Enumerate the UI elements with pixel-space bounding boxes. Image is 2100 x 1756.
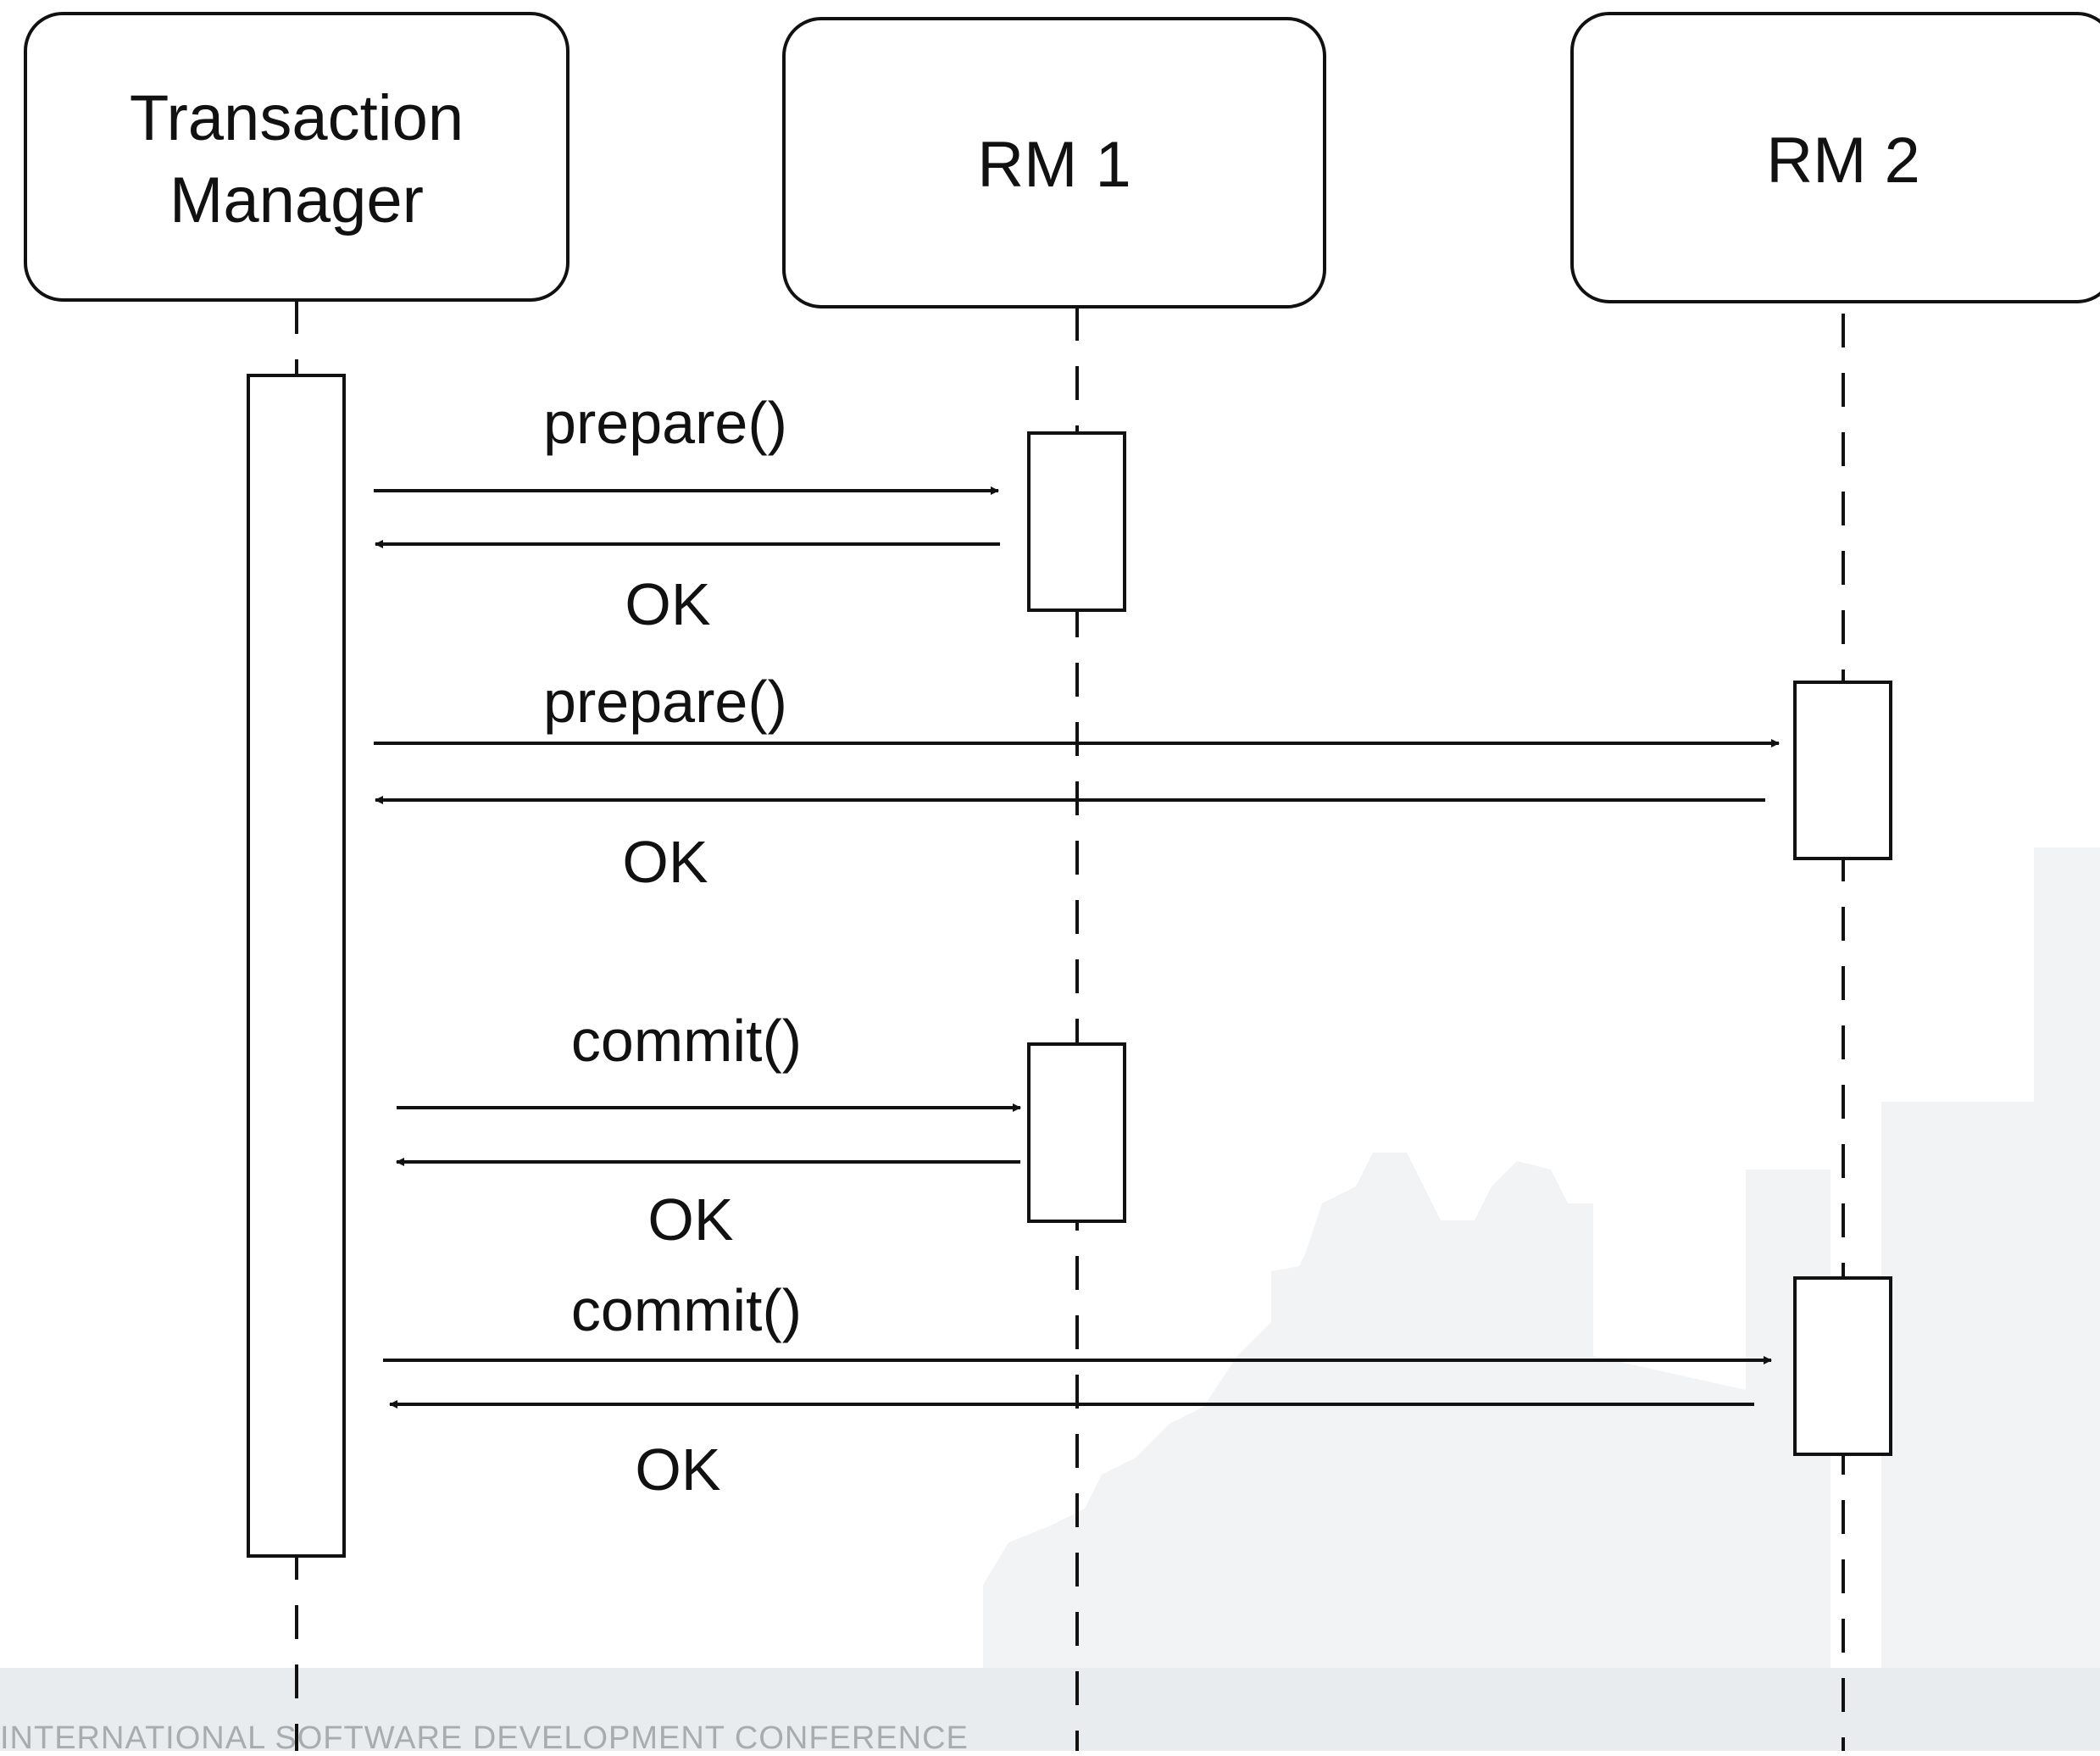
participant-transaction-manager-line2: Manager xyxy=(169,164,424,236)
participant-rm2-label: RM 2 xyxy=(1766,125,1920,197)
participant-rm1: RM 1 xyxy=(782,17,1326,308)
activation-rm1-commit xyxy=(1027,1042,1126,1223)
activation-rm1-prepare xyxy=(1027,431,1126,612)
message-2-label: prepare() xyxy=(543,669,787,735)
footer-band xyxy=(0,1668,2100,1751)
reply-1-label: OK xyxy=(625,571,710,637)
message-3-label: commit() xyxy=(571,1008,802,1074)
message-1-label: prepare() xyxy=(543,390,787,456)
activation-rm2-commit xyxy=(1793,1276,1892,1456)
reply-3-label: OK xyxy=(647,1186,733,1253)
reply-2-label: OK xyxy=(622,829,708,895)
message-4-label: commit() xyxy=(571,1277,802,1343)
participant-transaction-manager-line1: Transaction xyxy=(130,82,464,154)
participant-rm2: RM 2 xyxy=(1570,12,2100,303)
participant-rm1-label: RM 1 xyxy=(977,129,1131,201)
participant-transaction-manager: Transaction Manager xyxy=(24,12,569,302)
reply-4-label: OK xyxy=(635,1436,720,1503)
activation-transaction-manager xyxy=(247,374,346,1558)
footer-conference-text: INTERNATIONAL SOFTWARE DEVELOPMENT CONFE… xyxy=(0,1720,969,1756)
activation-rm2-prepare xyxy=(1793,681,1892,860)
